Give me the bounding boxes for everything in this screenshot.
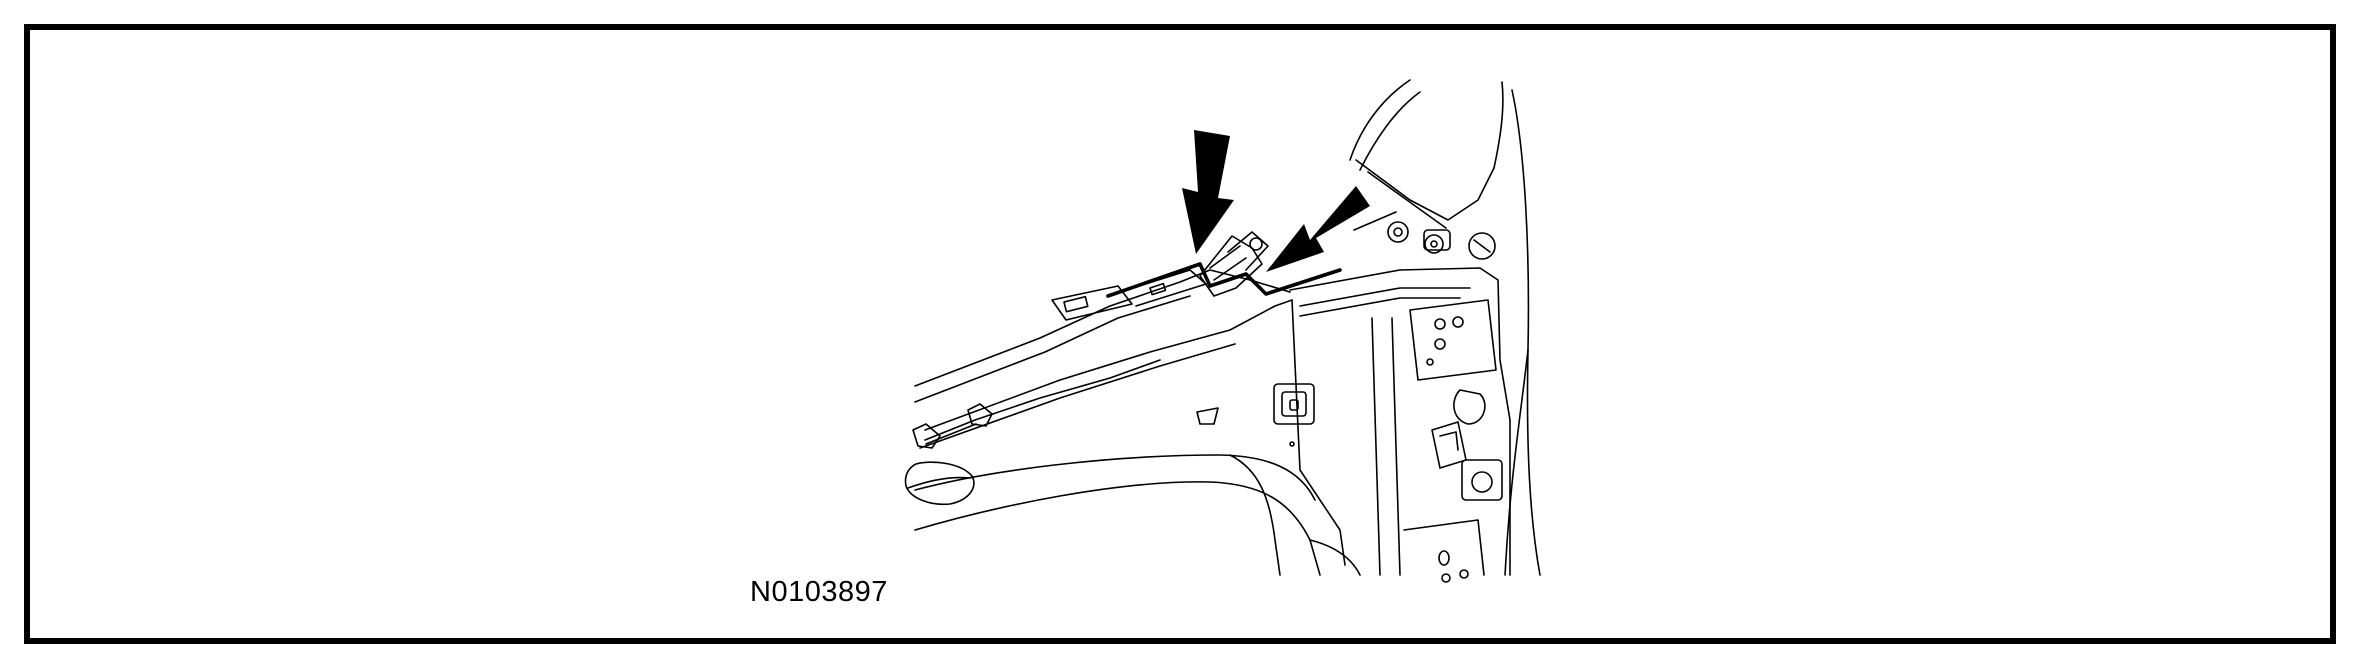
fender-apron [914,269,1361,576]
upper-rail [1051,269,1207,321]
access-grommet [1196,383,1315,447]
cowl-panel [1289,79,1541,576]
arrow-down-icon [1182,130,1234,254]
figure-frame [24,24,2336,644]
cowl-bracket [1409,299,1503,501]
inset-detail [904,461,975,506]
wire-harness [912,359,1161,449]
arrow-diagonal-icon [1266,186,1370,272]
fasteners [1353,211,1496,260]
seam-highlight [1106,262,1342,298]
hood-hinge [1199,231,1269,297]
lower-mount [1403,519,1485,583]
figure-id-label: N0103897 [750,576,888,608]
